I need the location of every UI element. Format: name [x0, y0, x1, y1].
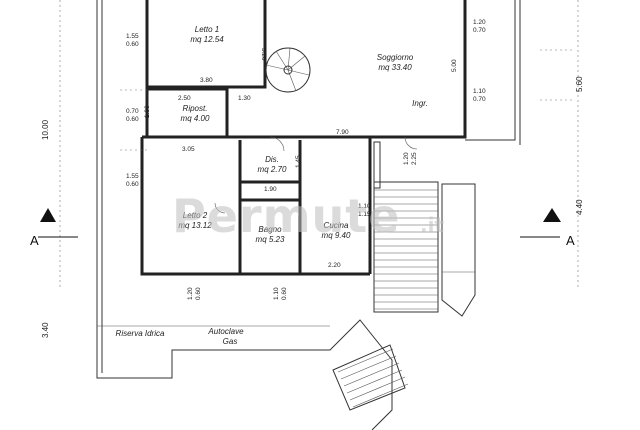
dim-length: 1.30 [238, 95, 251, 102]
building-walls [140, 0, 467, 276]
stair-tread [352, 383, 409, 408]
watermark-logo: Permute .it [172, 189, 444, 243]
dim-length: 5.60 [575, 76, 584, 92]
section-marker-right: A [520, 208, 575, 248]
outdoor-staircase [332, 181, 476, 411]
room-soggiorno-name: Soggiorno [377, 53, 414, 62]
room-ripost-area: mq 4.00 [181, 114, 210, 123]
dim-length: 4.40 [575, 199, 584, 215]
dim-window: 0.60 [126, 116, 139, 123]
dim-window: 0.70 [473, 27, 486, 34]
watermark-suffix: .it [420, 213, 444, 237]
room-cucina-name: Cucina [324, 221, 349, 230]
label-autoclave: Autoclave [207, 327, 244, 336]
dim-length: 3.05 [182, 146, 195, 153]
dim-window: 1.55 [126, 173, 139, 180]
room-ripost-name: Ripost. [183, 104, 208, 113]
section-label-right: A [566, 233, 575, 248]
stair-tread [340, 355, 397, 380]
dim-window: 0.70 [473, 96, 486, 103]
dim-window: 1.55 [126, 33, 139, 40]
dim-window: 0.60 [195, 287, 202, 300]
stair-tread [349, 376, 406, 401]
spiral-stair [265, 47, 311, 93]
stair-tread [346, 369, 403, 394]
dim-length: 2.50 [178, 95, 191, 102]
room-bagno-name: Bagno [258, 225, 282, 234]
dim-length: 1.45 [295, 155, 302, 168]
dim-length: 10.00 [41, 119, 50, 140]
watermark-text: Permute [172, 189, 400, 243]
dim-length: 1.90 [264, 186, 277, 193]
dim-window: 1.20 [473, 19, 486, 26]
stair-tread [343, 362, 400, 387]
label-gas: Gas [223, 337, 238, 346]
room-dis-area: mq 2.70 [258, 165, 287, 174]
room-letto1-area: mq 12.54 [190, 35, 224, 44]
dim-length: 3.80 [200, 77, 213, 84]
room-letto2-area: mq 13.12 [178, 221, 212, 230]
dim-length: 7.90 [336, 129, 349, 136]
dim-window: 1.20 [187, 287, 194, 300]
dim-length: 3.40 [41, 322, 50, 338]
room-labels: Letto 1 mq 12.54 Soggiorno mq 33.40 Ingr… [116, 25, 428, 346]
dim-window: 0.60 [126, 41, 139, 48]
room-soggiorno-area: mq 33.40 [378, 63, 412, 72]
dim-length: 2.20 [328, 262, 341, 269]
dim-length: 1.90 [144, 105, 151, 118]
dimension-labels: 1.55 0.60 1.20 0.70 1.10 0.70 0.70 0.60 … [41, 19, 584, 338]
dim-window: 1.10 [273, 287, 280, 300]
dim-window: 1.10 [358, 203, 371, 210]
dim-window: 0.70 [126, 108, 139, 115]
dim-window: 1.20 [403, 152, 410, 165]
room-letto1-name: Letto 1 [195, 25, 219, 34]
section-arrow-icon [543, 208, 561, 222]
room-letto2-name: Letto 2 [183, 211, 208, 220]
dim-window: 1.15 [358, 211, 371, 218]
section-arrow-icon [40, 208, 56, 222]
section-marker-left: A [30, 208, 78, 248]
label-riserva-idrica: Riserva Idrica [116, 329, 165, 338]
dim-window: 0.60 [281, 287, 288, 300]
room-cucina-area: mq 9.40 [322, 231, 351, 240]
section-label-left: A [30, 233, 39, 248]
dim-window: 2.25 [411, 152, 418, 165]
dim-length: 5.00 [451, 59, 458, 72]
room-bagno-area: mq 5.23 [256, 235, 285, 244]
dim-length: 3.20 [260, 48, 267, 61]
stair-tread [337, 348, 394, 373]
reference-lines [59, 0, 579, 290]
dim-window: 0.60 [126, 181, 139, 188]
room-ingr-name: Ingr. [412, 99, 428, 108]
dim-window: 1.10 [473, 88, 486, 95]
room-dis-name: Dis. [265, 155, 279, 164]
